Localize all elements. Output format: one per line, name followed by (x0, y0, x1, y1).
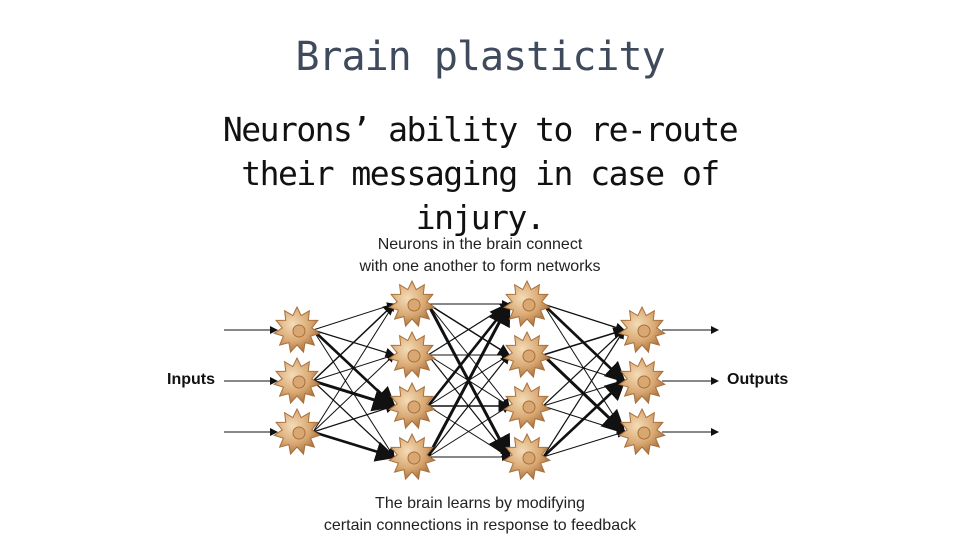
connection-arrow (542, 430, 625, 458)
caption-line: with one another to form networks (359, 258, 601, 275)
subtitle-line: their messaging in case of (241, 154, 720, 193)
connection-arrow (312, 302, 396, 382)
neuron-icon (273, 305, 321, 354)
connection-arrow (542, 329, 625, 407)
neuron-icon (503, 330, 551, 379)
caption-line: The brain learns by modifying (375, 495, 585, 512)
connection-arrow (427, 354, 510, 458)
caption-top: Neurons in the brain connect with one an… (0, 234, 960, 278)
outputs-label: Outputs (727, 371, 789, 388)
connection-arrow (312, 354, 395, 433)
neuron-icon (503, 432, 551, 481)
connections (312, 300, 627, 462)
connection-arrow (312, 303, 395, 433)
neuron-icon (503, 279, 551, 328)
neuron-icon (503, 381, 551, 430)
inputs-label: Inputs (167, 371, 215, 388)
slide-subtitle: Neurons’ ability to re-route their messa… (200, 108, 760, 240)
connection-arrow (426, 301, 511, 458)
subtitle-line: injury. (415, 198, 546, 237)
neuron-icon (273, 356, 321, 405)
neuron-icon (388, 381, 436, 430)
caption-line: certain connections in response to feedb… (323, 517, 637, 534)
connection-arrow (542, 303, 626, 333)
neuron-icon (388, 432, 436, 481)
neuron-icon (618, 407, 666, 456)
connection-arrow (427, 405, 510, 458)
caption-line: Neurons in the brain connect (377, 236, 583, 253)
neuron-icon (388, 330, 436, 379)
neuron-icon (273, 407, 321, 456)
slide-title: Brain plasticity (295, 34, 665, 80)
caption-bottom: The brain learns by modifying certain co… (0, 493, 960, 537)
neuron-icon (388, 279, 436, 328)
connection-arrow (542, 379, 626, 458)
connection-arrow (542, 328, 625, 458)
neuron-icon (618, 356, 666, 405)
connection-arrow (312, 302, 395, 331)
neurons (273, 279, 666, 481)
connection-arrow (312, 430, 397, 462)
neuron-icon (618, 305, 666, 354)
io-arrows (224, 326, 719, 436)
subtitle-line: Neurons’ ability to re-route (222, 110, 739, 149)
connection-arrow (312, 403, 396, 433)
connection-arrow (542, 327, 626, 356)
